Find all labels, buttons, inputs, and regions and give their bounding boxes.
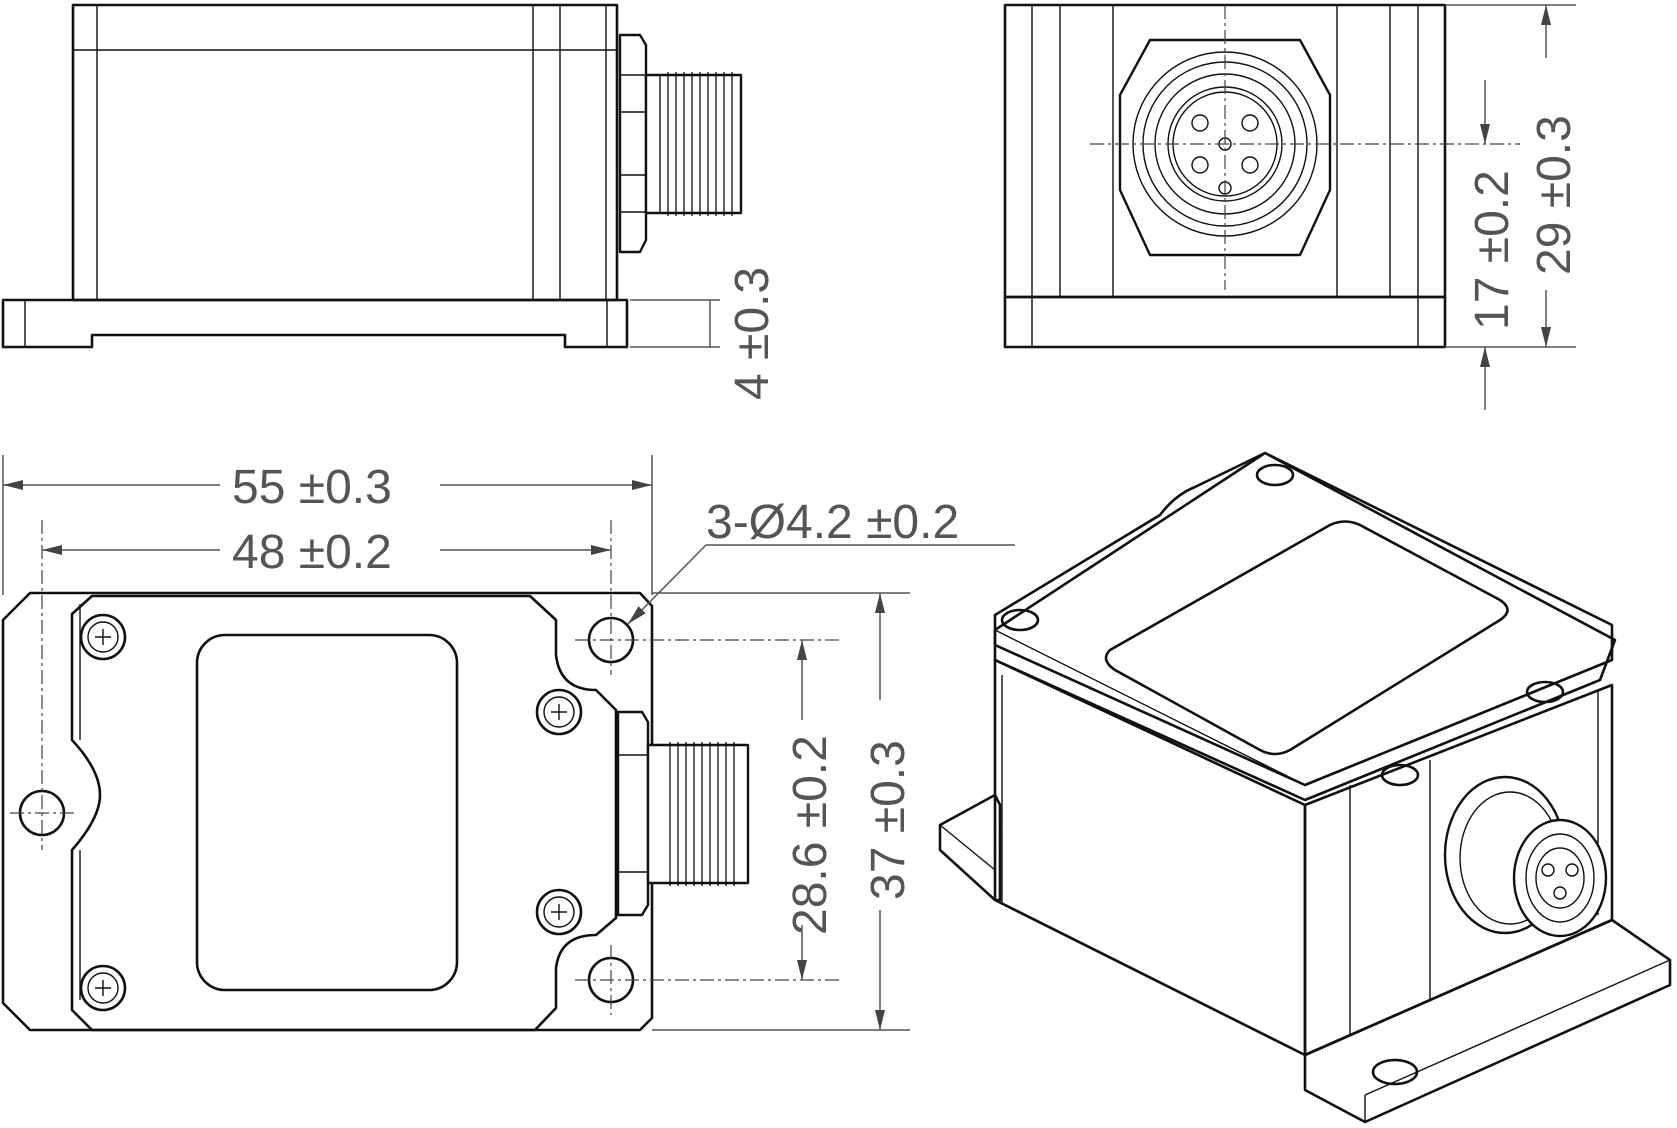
iso-top-plate bbox=[993, 451, 1617, 802]
iso-flange-right bbox=[1303, 918, 1672, 1124]
screw bbox=[535, 888, 583, 936]
iso-top-window bbox=[1104, 520, 1509, 756]
isometric-view bbox=[938, 451, 1672, 1124]
iso-screw bbox=[1380, 763, 1420, 787]
dim-overall-length: 55 ±0.3 bbox=[232, 461, 392, 514]
dim-overall-width: 37 ±0.3 bbox=[862, 740, 915, 900]
iso-screw bbox=[1255, 463, 1295, 487]
iso-mounting-hole bbox=[1371, 1058, 1419, 1086]
iso-screw bbox=[1000, 608, 1040, 632]
iso-flange-left bbox=[938, 793, 1002, 902]
dim-flange-thickness: 4 ±0.3 bbox=[726, 267, 779, 400]
dim-hole-spacing-length: 48 ±0.2 bbox=[232, 526, 392, 579]
side-thread bbox=[644, 73, 743, 215]
iso-screw bbox=[1525, 680, 1565, 704]
front-flange bbox=[1003, 295, 1447, 349]
dim-hole-spacing-width: 28.6 ±0.2 bbox=[784, 735, 837, 935]
side-hex-nut bbox=[618, 33, 648, 254]
front-hex-nut bbox=[1118, 38, 1332, 257]
iso-front-face bbox=[993, 658, 1307, 1057]
dim-connector-center-height: 17 ±0.2 bbox=[1466, 170, 1519, 330]
side-housing bbox=[71, 3, 619, 302]
dim-mounting-holes: 3-Ø4.2 ±0.2 bbox=[706, 496, 959, 549]
side-flange bbox=[1, 298, 629, 349]
top-housing bbox=[70, 594, 618, 1032]
screw bbox=[535, 688, 583, 736]
top-flange bbox=[1, 591, 654, 1032]
top-hex-nut bbox=[616, 710, 650, 917]
top-thread bbox=[646, 743, 750, 885]
top-view: 55 ±0.3 48 ±0.2 3-Ø4.2 ±0.2 28.6 ±0.2 37… bbox=[1, 455, 1015, 1032]
iso-connector-thread bbox=[1512, 818, 1608, 938]
side-view: 4 ±0.3 bbox=[1, 3, 779, 400]
screw bbox=[79, 613, 127, 661]
front-view: 17 ±0.2 29 ±0.3 bbox=[1003, 3, 1581, 410]
top-window bbox=[195, 633, 459, 992]
screw bbox=[79, 964, 127, 1012]
dim-overall-height: 29 ±0.3 bbox=[1528, 115, 1581, 275]
